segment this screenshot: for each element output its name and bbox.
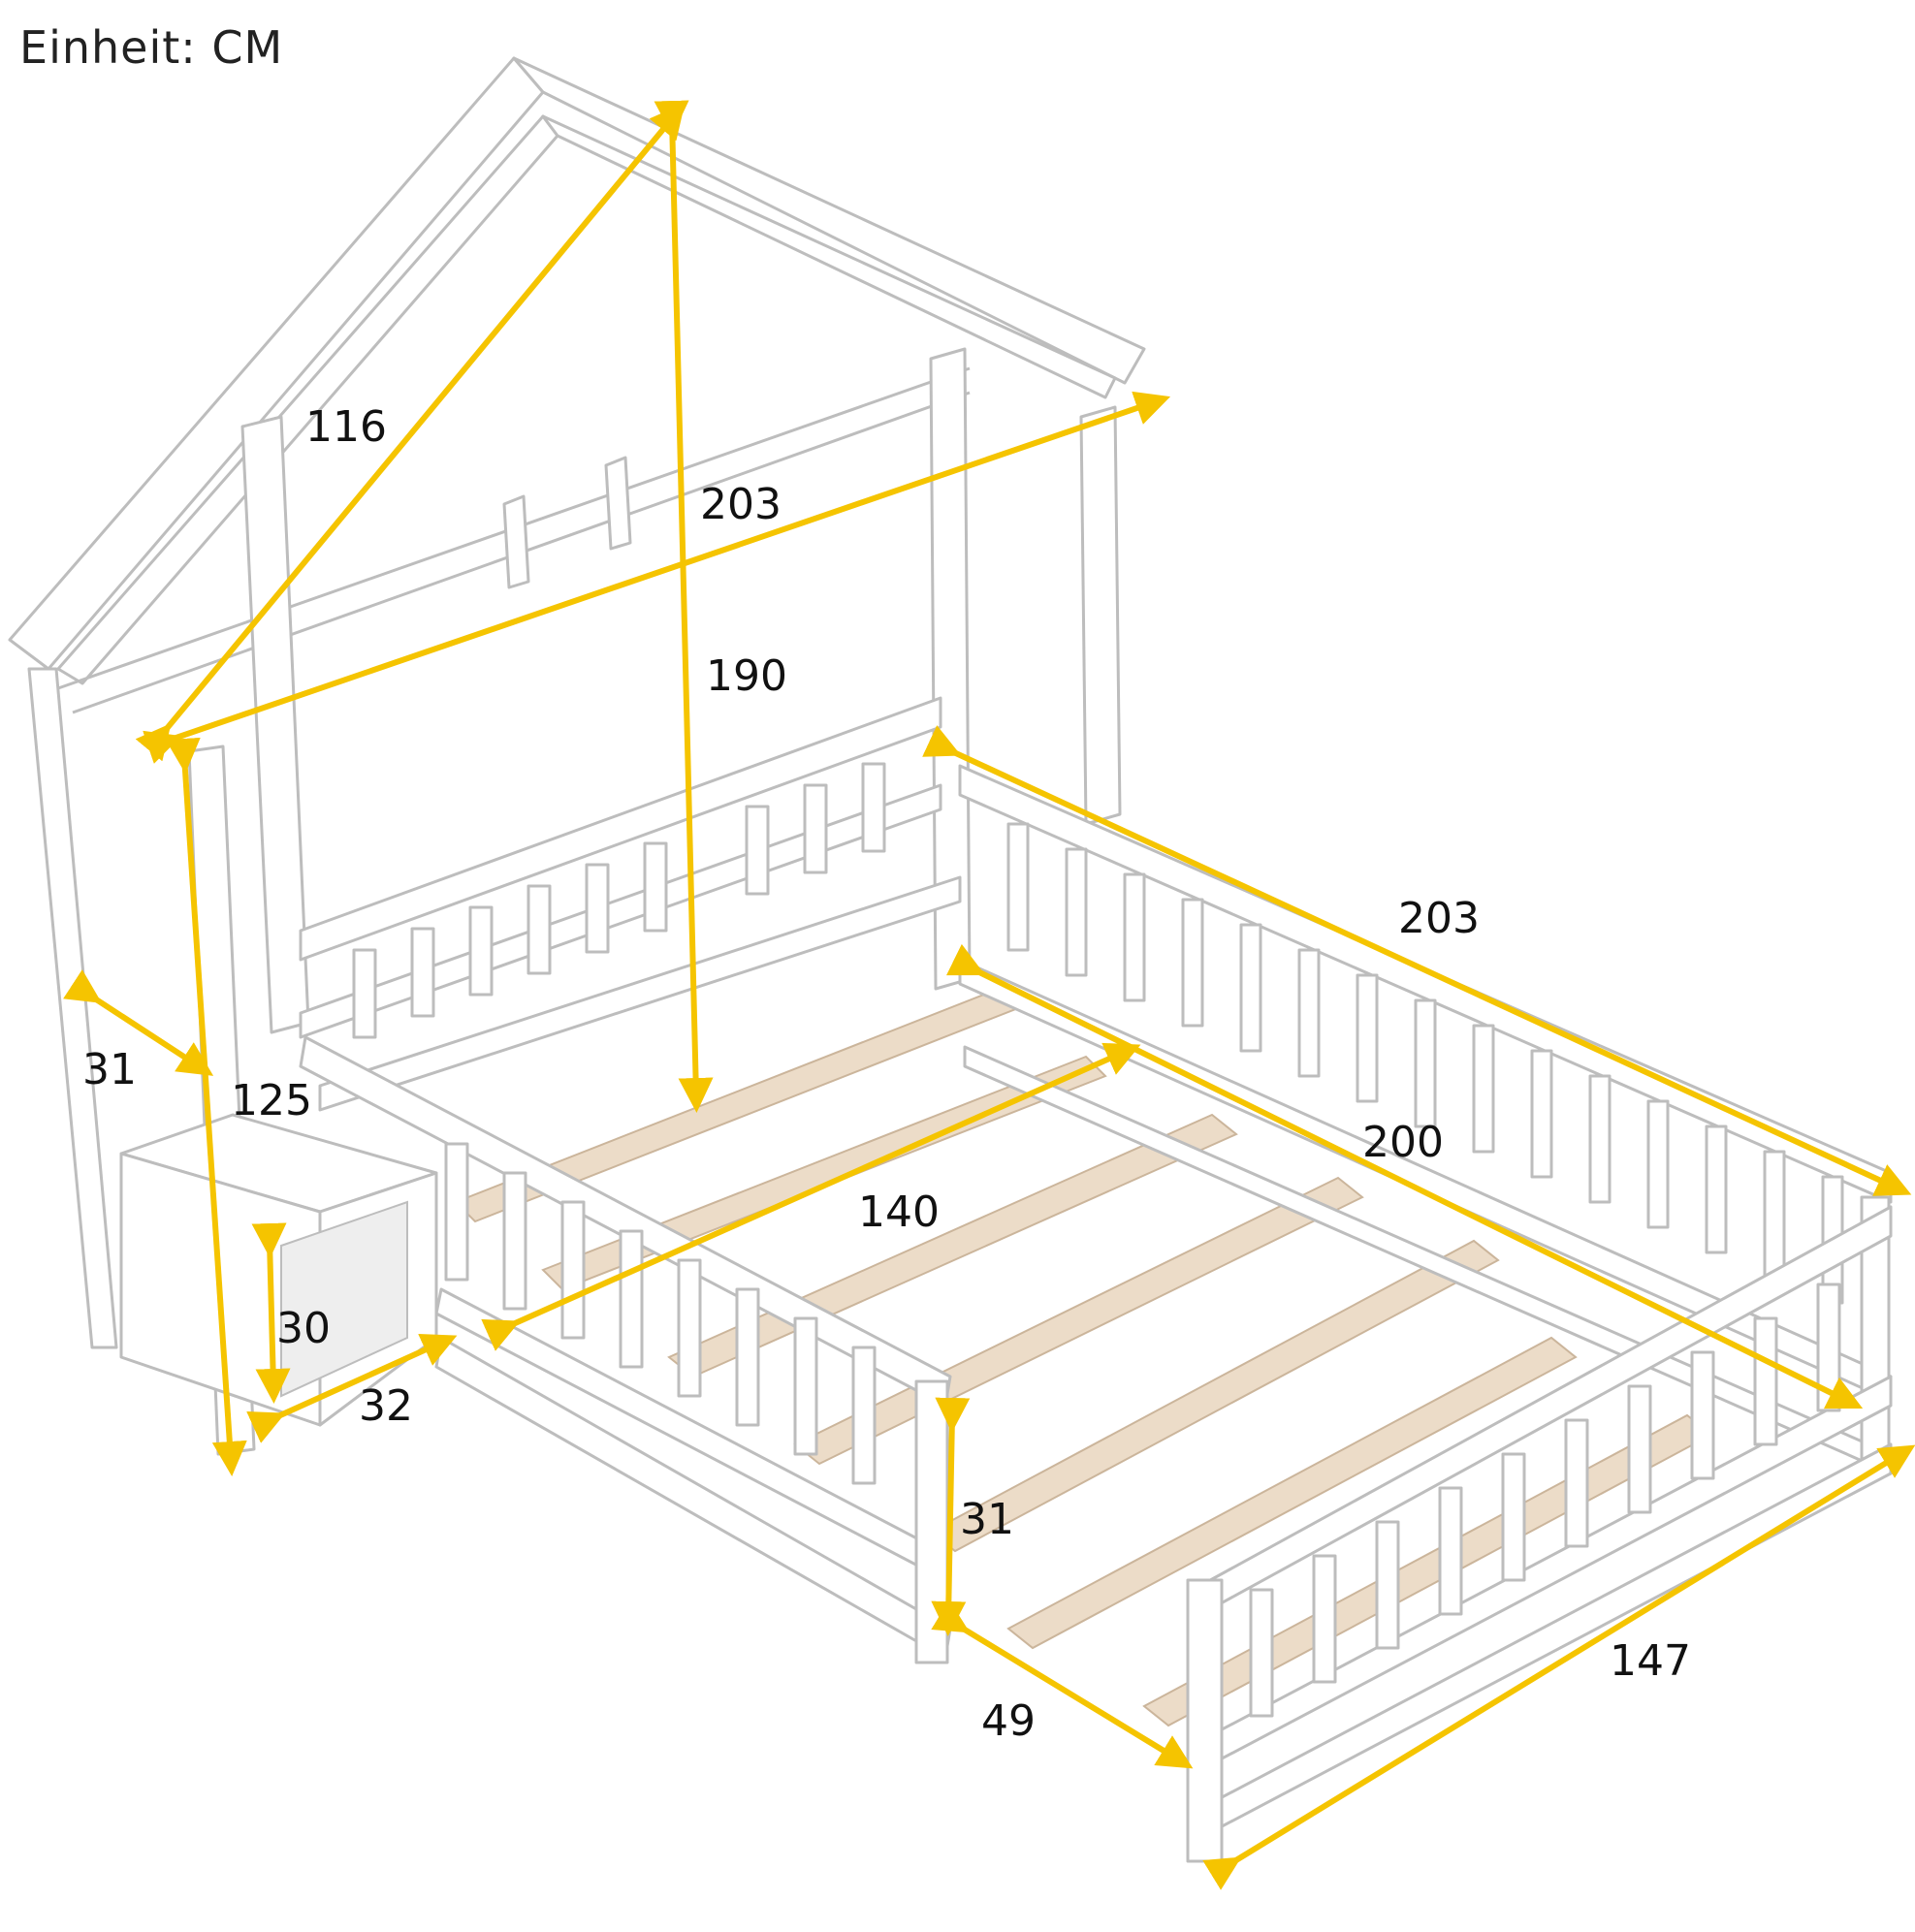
arrow-nightstand-depth <box>63 969 214 1076</box>
dim-post-height: 125 <box>231 1076 312 1125</box>
dim-entry-gap: 49 <box>981 1696 1036 1746</box>
arrow-entry-gap <box>931 1599 1194 1769</box>
dim-nightstand-height: 30 <box>276 1304 331 1353</box>
arrow-total-width <box>1202 1444 1915 1890</box>
dim-roof-width: 203 <box>700 480 782 529</box>
arrow-post-height <box>165 737 247 1476</box>
dimension-arrows <box>63 100 1915 1890</box>
house-roof-frame <box>8 56 1146 714</box>
dimension-labels: 116 203 190 203 31 125 200 140 30 32 31 … <box>82 402 1691 1746</box>
dim-total-height: 190 <box>706 651 787 701</box>
arrow-nightstand-width <box>246 1334 458 1443</box>
dim-bed-width: 140 <box>858 1188 940 1237</box>
dim-rail-length: 203 <box>1398 894 1480 943</box>
dim-roof-slope: 116 <box>305 402 387 452</box>
dim-nightstand-width: 32 <box>359 1381 413 1431</box>
dim-nightstand-depth: 31 <box>82 1045 137 1094</box>
arrow-rail-height <box>931 1397 971 1636</box>
dim-rail-height: 31 <box>960 1495 1014 1544</box>
arrow-nightstand-height <box>251 1222 291 1404</box>
arrow-roof-width <box>143 391 1171 764</box>
dim-total-width: 147 <box>1610 1636 1691 1686</box>
dim-mattress-length: 200 <box>1362 1118 1444 1167</box>
arrow-mattress-length <box>945 943 1864 1409</box>
nightstand <box>119 1113 438 1427</box>
unit-label: Einheit: CM <box>19 21 284 74</box>
arrow-total-height <box>654 100 714 1113</box>
